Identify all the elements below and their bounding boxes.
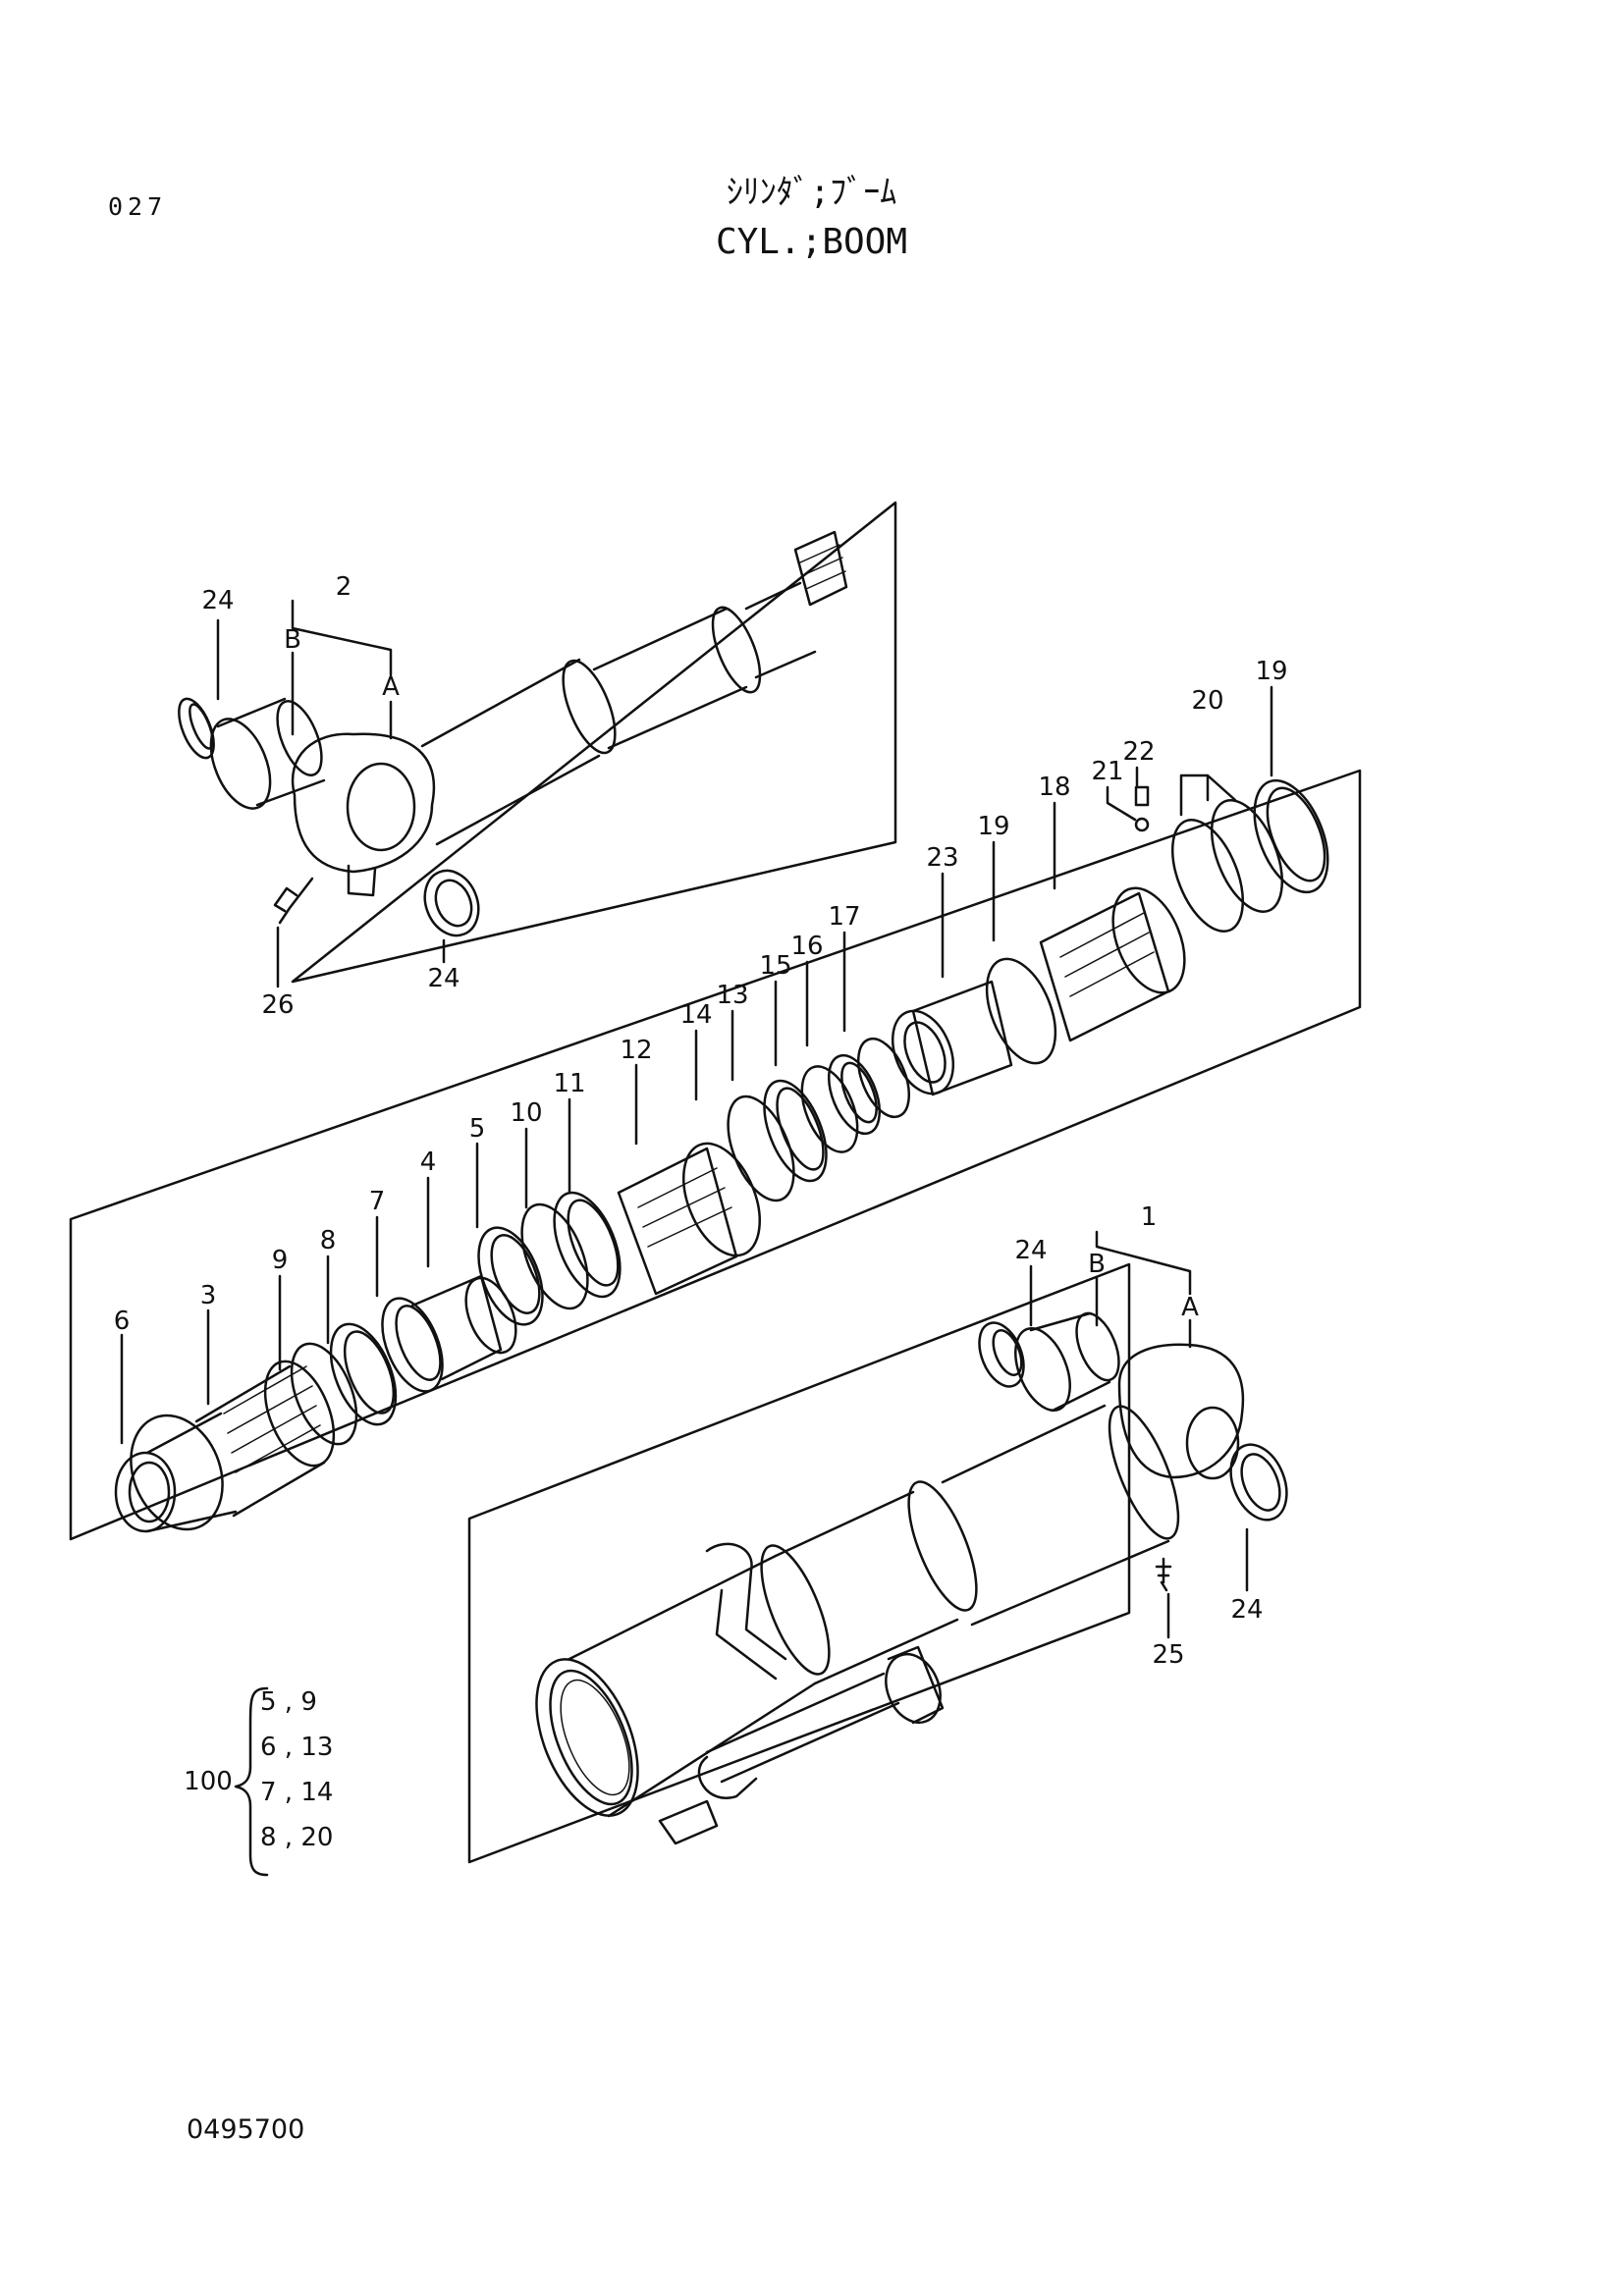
callout-label: 17	[828, 902, 860, 932]
kit-pair: 5 , 9	[260, 1687, 317, 1717]
internal-parts	[114, 685, 1329, 1533]
ring-19-top	[1253, 778, 1329, 894]
kit-pair: 7 , 14	[260, 1778, 333, 1807]
frame-rod-panel	[291, 501, 897, 984]
cylinder-head-3	[130, 1414, 224, 1531]
nut-18	[1039, 891, 1170, 1042]
callout-label: 16	[790, 932, 823, 961]
callout-label: B	[284, 625, 301, 655]
callout-label: 15	[759, 951, 791, 981]
ring-14	[727, 1095, 795, 1202]
cylinder-tube-assembly	[535, 1230, 1288, 1845]
callout-label: A	[1181, 1293, 1199, 1322]
callout-label: 12	[620, 1036, 652, 1065]
drawing-number: 0495700	[187, 2114, 305, 2145]
pipe-lower	[705, 1672, 900, 1784]
ring-16	[827, 1053, 882, 1136]
title-english: CYL.;BOOM	[715, 222, 908, 262]
callout-label: 2	[336, 572, 352, 602]
panel-frames	[69, 501, 1362, 1864]
ring-19	[985, 957, 1057, 1065]
page-number: 027	[108, 192, 168, 221]
bushing-b	[209, 718, 272, 810]
callout-label: 24	[1230, 1595, 1263, 1625]
callout-labels: 1AB2AB3456789101112131415161718191920212…	[114, 572, 1288, 1670]
callout-label: 19	[977, 812, 1009, 841]
bracket-1	[1095, 1230, 1192, 1296]
callout-label: 5	[469, 1114, 486, 1144]
cylinder-eye	[1117, 1343, 1245, 1479]
callout-label: 18	[1038, 773, 1070, 802]
callout-label: 8	[320, 1226, 337, 1255]
callout-label: 7	[369, 1187, 386, 1216]
callout-label: 25	[1152, 1640, 1184, 1670]
callout-label: 23	[926, 843, 958, 873]
callout-label: 1	[1141, 1202, 1158, 1232]
kit-number: 100	[184, 1767, 233, 1796]
bushing-4	[410, 1274, 503, 1381]
rod-eye	[291, 732, 436, 874]
callout-label: 24	[1014, 1236, 1047, 1265]
ring-11	[553, 1191, 622, 1299]
ring-7	[381, 1297, 444, 1393]
ring-17	[856, 1037, 911, 1119]
ring-13	[763, 1079, 828, 1183]
ring-15	[800, 1065, 859, 1153]
ring-5	[477, 1226, 544, 1326]
callout-label: 9	[272, 1246, 289, 1275]
title-japanese: ｼﾘﾝﾀﾞ;ﾌﾞｰﾑ	[726, 173, 897, 212]
kit-brace	[234, 1686, 269, 1877]
ring-8	[329, 1322, 398, 1426]
callout-label: 6	[114, 1307, 131, 1336]
callout-label: 4	[420, 1148, 437, 1177]
tube-mouth	[535, 1658, 639, 1817]
callout-label: B	[1088, 1250, 1106, 1279]
callout-label: A	[382, 672, 400, 702]
ring-20	[1170, 818, 1245, 934]
callout-label: 10	[510, 1098, 542, 1128]
callout-label: 22	[1122, 737, 1155, 767]
callout-label: 20	[1191, 686, 1223, 716]
frame-tube-panel	[467, 1262, 1131, 1864]
bracket-2	[291, 599, 393, 677]
callout-label: 24	[427, 964, 460, 993]
kit-legend: 100 5 , 9 6 , 13 7 , 14 8 , 20	[184, 1687, 333, 1852]
callout-label: 24	[201, 586, 234, 615]
callout-label: 13	[716, 981, 748, 1010]
callout-label: 26	[261, 990, 294, 1020]
callout-label: 21	[1091, 757, 1123, 786]
callout-label: 19	[1255, 657, 1287, 686]
callout-label: 11	[553, 1069, 585, 1098]
dust-seal-6	[114, 1451, 177, 1533]
callout-label: 14	[679, 1000, 712, 1030]
kit-pair: 8 , 20	[260, 1823, 333, 1852]
piston-rod-assembly	[178, 530, 848, 988]
ring-9	[290, 1342, 358, 1446]
frame-internal-panel	[69, 769, 1362, 1541]
spacer-23	[911, 980, 1013, 1096]
pipe-upper	[705, 1542, 787, 1681]
dust-seal-24	[423, 869, 480, 937]
ring-10	[520, 1202, 589, 1310]
kit-pair: 6 , 13	[260, 1733, 333, 1762]
callout-label: 3	[200, 1281, 217, 1310]
